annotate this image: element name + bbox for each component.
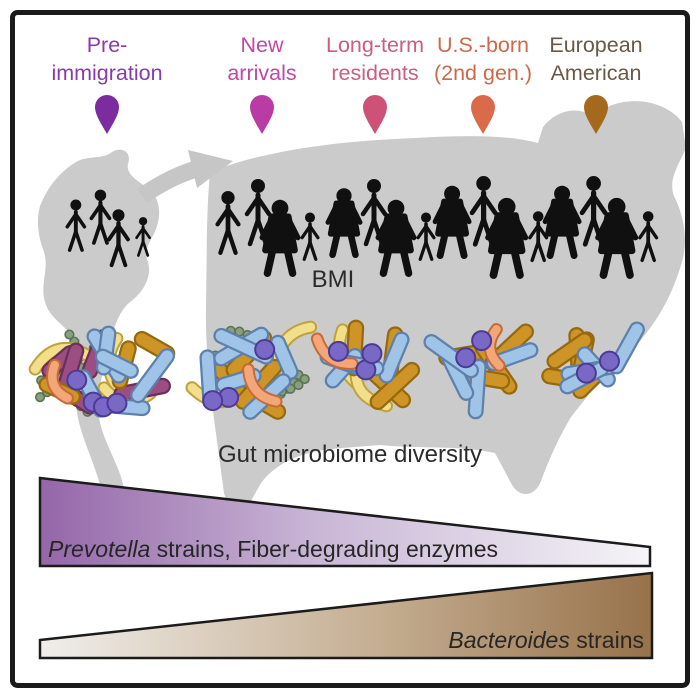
stage-label-line1: Pre- — [87, 33, 128, 57]
gut-microbiome-diversity-label: Gut microbiome diversity — [218, 441, 482, 468]
purple-sphere-microbe-icon — [106, 392, 128, 414]
purple-sphere-microbe-icon — [575, 362, 597, 384]
stage-label-line2: American — [551, 61, 642, 85]
location-pin-icon — [363, 95, 387, 134]
stage-label-line1: European — [549, 33, 642, 57]
purple-sphere-microbe-icon — [327, 340, 349, 362]
microbiome-cluster-european-american — [541, 321, 645, 400]
bmi-label: BMI — [312, 266, 355, 293]
microbiome-cluster-long-term-residents — [310, 319, 421, 413]
stage-pre-immigration: Pre-immigration — [51, 33, 163, 265]
purple-sphere-microbe-icon — [66, 369, 88, 391]
stage-us-born-2nd-gen: U.S.-born (2nd gen.) — [434, 33, 549, 275]
microbiome-cluster-pre-immigration — [28, 325, 176, 418]
location-pin-icon — [250, 95, 274, 134]
stage-label-line2: immigration — [51, 61, 162, 85]
figure-border — [10, 10, 690, 688]
stage-label-line2: (2nd gen.) — [434, 61, 532, 85]
stage-label-line1: U.S.-born — [437, 33, 529, 57]
purple-sphere-microbe-icon — [455, 347, 477, 369]
purple-sphere-microbe-icon — [598, 350, 620, 372]
microbiome-cluster-new-arrivals — [185, 320, 318, 420]
migration-arrow-icon — [137, 150, 233, 204]
stage-label-line2: arrivals — [227, 61, 296, 85]
stage-new-arrivals: New arrivals — [218, 33, 320, 273]
stage-label-line2: residents — [331, 61, 418, 85]
prevotella-wedge-label: Prevotella strains, Fiber-degrading enzy… — [48, 536, 498, 562]
purple-sphere-microbe-icon — [202, 390, 224, 412]
stage-label-line1: Long-term — [326, 33, 424, 57]
bacteroides-trend-wedge — [38, 571, 654, 660]
prevotella-trend-wedge — [38, 476, 652, 568]
microbiome-cluster-us-born-2nd-gen — [423, 323, 539, 420]
location-pin-icon — [471, 95, 495, 134]
stage-long-term-residents: Long-term residents — [326, 33, 436, 273]
purple-sphere-microbe-icon — [471, 330, 493, 352]
bacteroides-wedge-label: Bacteroides strains — [448, 627, 644, 653]
location-pin-icon — [95, 95, 119, 134]
purple-sphere-microbe-icon — [361, 343, 383, 365]
purple-sphere-microbe-icon — [254, 339, 276, 361]
stage-label-line1: New — [240, 33, 283, 57]
location-pin-icon — [584, 95, 608, 134]
